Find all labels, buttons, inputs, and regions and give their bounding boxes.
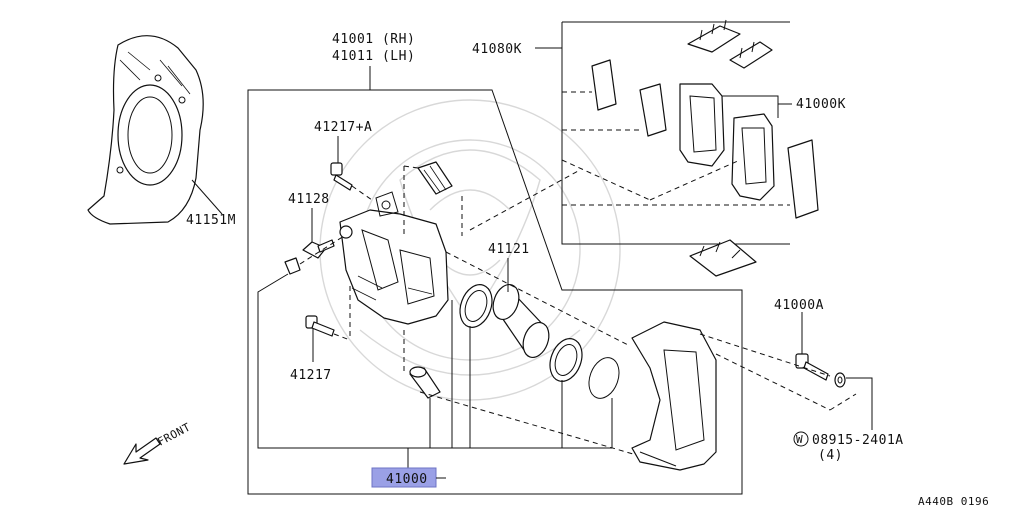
bleeder-screw[interactable] (302, 239, 335, 259)
pad-kit-frame (561, 21, 790, 245)
pad-set-leader (722, 95, 792, 118)
bleeder-cap[interactable] (284, 257, 301, 275)
dust-shield-leader (191, 179, 223, 215)
pad-retainer-clip[interactable] (689, 239, 757, 277)
label-caliper-rh[interactable]: 41001 (RH) (332, 32, 415, 47)
label-bolt-lower[interactable]: 41217 (290, 368, 332, 383)
mount-bolt[interactable] (795, 353, 829, 381)
assembly-leader-left (257, 273, 612, 449)
label-pad-set[interactable]: 41000K (796, 97, 846, 112)
washer-leader (846, 377, 873, 430)
label-washer-qty: (4) (818, 448, 843, 463)
front-arrow-icon (123, 437, 161, 465)
upper-slide-bolt[interactable] (330, 162, 353, 191)
pad-shim-right[interactable] (787, 139, 819, 219)
piston-axis-lower (419, 391, 641, 457)
lower-slide-bolt[interactable] (305, 315, 335, 337)
label-dust-shield[interactable]: 41151M (186, 213, 236, 228)
drawing-reference: A440B 0196 (918, 495, 989, 508)
mount-washer[interactable] (834, 372, 846, 388)
label-caliper-lh[interactable]: 41011 (LH) (332, 49, 415, 64)
pad-shim-mid[interactable] (639, 83, 667, 137)
brake-pad-outer[interactable] (731, 113, 775, 201)
assembly-frame (247, 89, 743, 495)
bolt-upper-guide (351, 185, 373, 201)
label-bleeder[interactable]: 41128 (288, 192, 330, 207)
washer-label[interactable]: W 08915-2401A (4) (793, 431, 904, 463)
pad-shim-left[interactable] (591, 59, 617, 111)
retaining-ring[interactable] (584, 353, 625, 402)
piston[interactable] (489, 281, 554, 361)
washer-circle-letter: W (796, 433, 803, 446)
bolt-lower-guide (333, 333, 351, 341)
label-washer-code: 08915-2401A (812, 433, 904, 448)
mount-guide-lower (715, 353, 831, 411)
label-front: FRONT (155, 420, 193, 448)
pad-guide-c (561, 159, 651, 201)
shim-clip-upper[interactable] (687, 19, 773, 69)
brake-pad-inner[interactable] (679, 83, 725, 167)
pad-guide-f (469, 169, 581, 231)
mount-guide-end (829, 393, 857, 411)
label-mount-bolt[interactable]: 41000A (774, 298, 824, 313)
pad-guide-d (649, 159, 741, 201)
slide-pin-boot[interactable] (417, 161, 453, 195)
label-bolt-upper[interactable]: 41217+A (314, 120, 372, 135)
mount-guide-upper (699, 333, 831, 377)
caliper-body[interactable] (339, 191, 449, 325)
label-assembly[interactable]: 41000 (386, 472, 428, 487)
label-piston-kit[interactable]: 41121 (488, 242, 530, 257)
pin-guide-top (403, 165, 419, 169)
torque-member[interactable] (631, 321, 717, 471)
guide-pin[interactable] (409, 366, 441, 399)
label-pad-kit[interactable]: 41080K (472, 42, 522, 57)
piston-axis-upper (445, 251, 631, 347)
dust-shield[interactable] (87, 35, 204, 225)
piston-boot[interactable] (544, 334, 587, 386)
piston-seal[interactable] (454, 280, 497, 332)
